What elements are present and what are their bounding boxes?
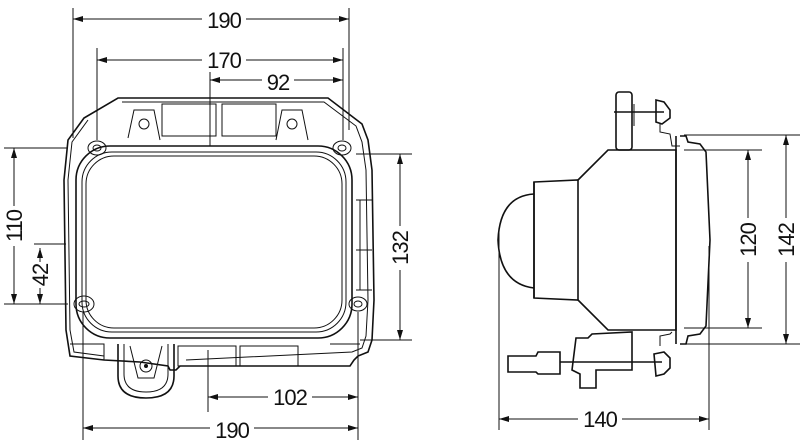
mount-hole-top-right [332,140,352,156]
top-adjuster-icon [655,98,671,125]
dim-bottom-overall-width: 190 [215,418,249,443]
side-body [577,149,677,331]
front-view: 190 170 92 110 42 132 102 [2,6,413,443]
mount-hole-top-left [87,140,107,156]
bottom-slot-left [177,345,237,367]
mount-hole-bottom-right [348,296,368,312]
dim-top-overall-width: 190 [207,8,241,33]
dim-mounting-width: 170 [207,48,241,73]
dim-left-height: 110 [2,209,27,242]
top-slot-right [221,103,277,137]
dim-bottom-offset: 102 [273,385,307,410]
bottom-adjuster-icon [653,351,671,378]
adjust-screw-top-left-icon [138,118,150,130]
lens-frame-inner [85,155,343,329]
lens-frame-outer [75,145,353,339]
dim-lens-height: 120 [736,222,761,256]
dim-offset-right: 92 [267,70,290,95]
side-view: 140 120 142 [497,91,800,432]
bottom-slot-right [239,345,299,367]
side-flange [680,135,711,345]
adjust-screw-top-right-icon [286,118,298,130]
side-lens-dome [497,193,535,289]
mount-hole-bottom-left [73,295,95,313]
top-bracket [615,91,633,151]
bottom-bracket [571,331,633,389]
bottom-adjuster [117,344,175,399]
top-slot-left [161,103,217,137]
dim-left-lower-offset: 42 [28,263,53,286]
dim-depth: 140 [583,407,617,432]
dim-right-height: 132 [388,230,413,264]
dim-overall-height: 142 [774,222,799,256]
connector-plug [507,351,561,375]
adjust-screw-bottom-icon [139,359,153,373]
side-front-cap [533,179,579,301]
front-housing-outline [63,97,375,371]
